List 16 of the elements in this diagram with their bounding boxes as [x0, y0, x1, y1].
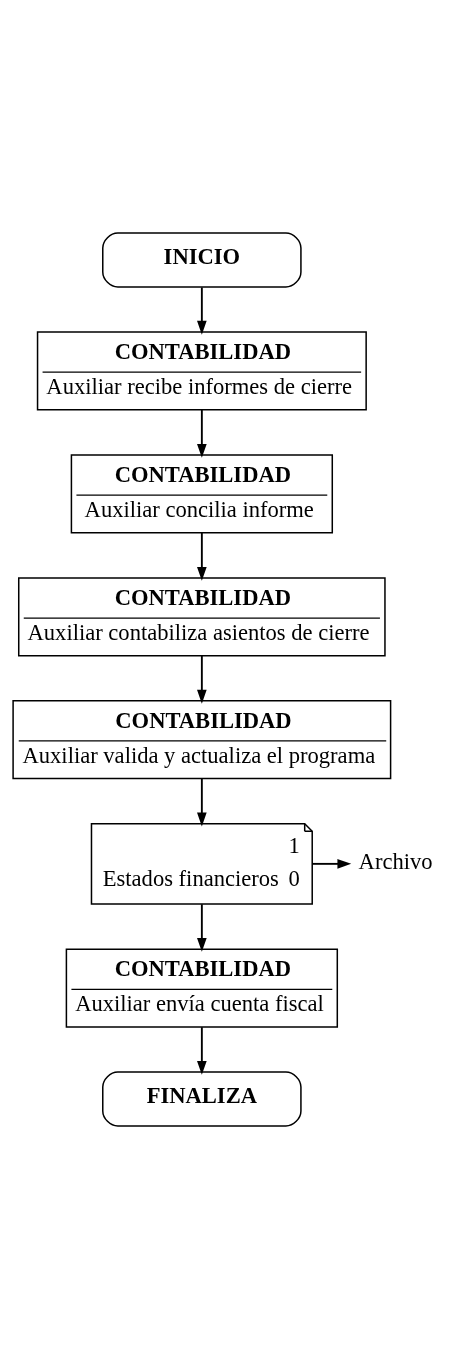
- arrow: [197, 408, 207, 458]
- arrow: [311, 858, 352, 869]
- node-text: Archivo: [358, 848, 433, 874]
- arrow: [197, 654, 207, 704]
- arrow: [197, 531, 207, 581]
- arrow: [197, 902, 207, 952]
- arrow: [197, 777, 207, 826]
- node-box: INICIO: [102, 231, 302, 288]
- node-box: CONTABILIDAD Auxiliar concilia informe: [70, 453, 334, 533]
- arrow: [197, 1025, 207, 1075]
- node-box: CONTABILIDAD Auxiliar envía cuenta fiscal: [65, 947, 339, 1028]
- node-box: CONTABILIDAD Auxiliar valida y actualiza el programa: [12, 699, 392, 779]
- arrow: [197, 286, 207, 335]
- node-box: CONTABILIDAD Auxiliar contabiliza asientos de cierre: [18, 576, 386, 656]
- node-box: CONTABILIDAD Auxiliar recibe informes de cierre: [36, 330, 367, 411]
- node-box: FINALIZA: [102, 1070, 302, 1127]
